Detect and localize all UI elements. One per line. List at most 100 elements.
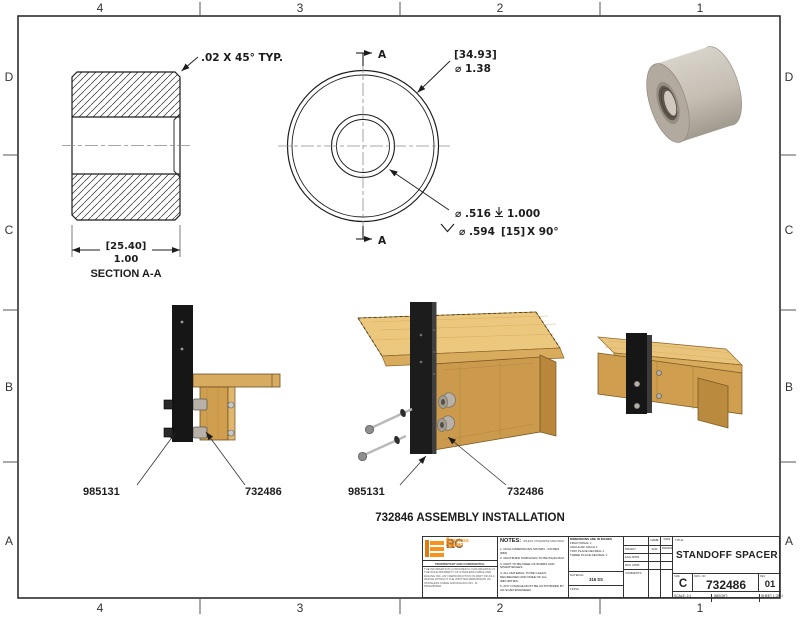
bolt-1 xyxy=(364,407,413,435)
zone-col-top-2: 2 xyxy=(497,1,504,15)
brand-tagline-2: & Railing xyxy=(446,537,464,549)
note-item: 2. MACHINED SURFACES TO BE 63μIN MAX. xyxy=(500,556,566,561)
zone-col-bot-2: 2 xyxy=(497,601,504,615)
name-header: NAME xyxy=(648,537,660,545)
brand-tagline-1: Stainless Cable xyxy=(446,538,469,550)
leader-732486-mid xyxy=(447,436,507,486)
material-value: 316 SS xyxy=(589,577,603,582)
material-cell: MATERIAL 316 SS xyxy=(569,571,623,585)
title-block-approval-grid: NAME DATE DRAWN SCR 03/23/18 ENG APPR. M… xyxy=(624,537,673,598)
bolt-2 xyxy=(357,434,407,462)
title-block-tolerance-cell: DIMENSIONS ARE IN INCHES FRACTIONAL ± AN… xyxy=(569,537,624,597)
brand-r: R xyxy=(446,537,456,551)
section-arrow-bottom-label: A xyxy=(378,235,387,247)
tol-line: THREE PLACE DECIMAL ± xyxy=(570,552,608,557)
zone-row-right-b: B xyxy=(785,380,793,394)
dwg-no-value: 732486 xyxy=(705,578,747,592)
part-label-732486-left: 732486 xyxy=(245,486,282,498)
proprietary-text: THE INFORMATION CONTAINED IN THIS DRAWIN… xyxy=(424,567,496,589)
section-label: SECTION A-A xyxy=(90,268,161,280)
rev-value: 01 xyxy=(764,579,776,590)
rev-cell: REV 01 xyxy=(759,574,781,592)
chamfer-leader xyxy=(181,56,199,72)
od-dim-in: ⌀ 1.38 xyxy=(455,63,491,75)
title-block-notes-cell: NOTES: UNLESS OTHERWISE SPECIFIED 1. DUA… xyxy=(498,537,569,597)
csk-angle: X 90° xyxy=(527,226,559,238)
drawn-label: DRAWN xyxy=(625,547,636,551)
hole-leader xyxy=(389,169,450,211)
hole-dia: ⌀ .516 xyxy=(455,208,491,220)
front-view: A A [34.93] ⌀ 1.38 ⌀ .516 1.000 ⌀ .594 [… xyxy=(278,49,559,247)
scr-logo-icon xyxy=(425,540,444,557)
dwg-no-cell: DWG. NO. 732486 xyxy=(693,574,759,592)
scale-label: SCALE: 2:1 xyxy=(674,594,692,598)
note-item: 4. ALL MATERIAL TO BE CLEAN, DEGREASED A… xyxy=(500,570,547,583)
part-label-985131-left: 985131 xyxy=(83,486,120,498)
assembly-side-view: 985131 732486 xyxy=(83,305,282,498)
rev-label: REV xyxy=(760,575,766,578)
zone-row-left-d: D xyxy=(5,70,14,84)
leader-985131-left xyxy=(136,431,177,486)
dwg-no-label: DWG. NO. xyxy=(694,575,707,578)
drawn-name: SCR xyxy=(648,546,660,553)
zone-col-bot-3: 3 xyxy=(297,601,304,615)
section-arrow-top-label: A xyxy=(378,49,387,61)
zone-row-left-c: C xyxy=(5,223,14,237)
zone-row-right-a: A xyxy=(785,534,793,548)
zone-row-right-d: D xyxy=(785,70,794,84)
size-value: C xyxy=(678,578,688,590)
zone-col-top-1: 1 xyxy=(697,1,704,15)
assembly-caption: 732846 ASSEMBLY INSTALLATION xyxy=(375,512,565,524)
notes-condition: UNLESS OTHERWISE SPECIFIED xyxy=(522,540,564,543)
title-block: SC&R Stainless Cable & Railing PROPRIETA… xyxy=(422,536,783,602)
zone-row-left-a: A xyxy=(5,534,13,548)
dims-header: DIMENSIONS ARE IN INCHES xyxy=(570,537,613,541)
tol-line: FRACTIONAL ± xyxy=(570,540,592,545)
finish-cell: FINISH xyxy=(569,585,623,599)
assembly-exploded-view: 985131 732486 732846 ASSEMBLY INSTALLATI… xyxy=(348,302,565,524)
leader-732486-left xyxy=(205,431,246,486)
spacer-part-1 xyxy=(438,392,456,409)
width-dim-mm: [25.40] xyxy=(106,241,147,252)
part-label-732486-mid: 732486 xyxy=(507,486,544,498)
note-item: 3. PART TO BE FREE OF BURRS AND SHARP ED… xyxy=(500,561,555,570)
eng-appr-label: ENG APPR. xyxy=(625,555,641,559)
zone-col-top-3: 3 xyxy=(297,1,304,15)
part-label-985131-mid: 985131 xyxy=(348,486,385,498)
countersink-symbol xyxy=(440,223,455,233)
notes-header: NOTES: xyxy=(500,538,522,544)
csk-dia: ⌀ .594 xyxy=(459,226,495,238)
leader-985131-mid xyxy=(399,455,427,486)
width-dim-in: 1.00 xyxy=(114,254,139,265)
comments-label: COMMENTS: xyxy=(625,571,643,575)
zone-col-bot-1: 1 xyxy=(697,601,704,615)
spacer-part-2 xyxy=(437,415,455,432)
tol-line: ANGULAR: MACH ± xyxy=(570,544,598,549)
zone-row-left-b: B xyxy=(5,380,13,394)
assembly-installed-view xyxy=(597,333,743,429)
tol-line: TWO PLACE DECIMAL ± xyxy=(570,548,605,553)
spacer-3d-render xyxy=(646,46,742,143)
title-block-title-cell: TITLE: STANDOFF SPACER SIZE C DWG. NO. 7… xyxy=(673,537,783,602)
brand-amp: & xyxy=(446,537,456,551)
title-label: TITLE: xyxy=(675,538,685,542)
zone-col-top-4: 4 xyxy=(97,1,104,15)
size-label: SIZE xyxy=(674,575,680,578)
proprietary-header: PROPRIETARY AND CONFIDENTIAL xyxy=(423,560,497,567)
brand-sc: SC xyxy=(446,537,464,551)
zone-row-right-c: C xyxy=(785,223,794,237)
od-dim-mm: [34.93] xyxy=(454,49,497,61)
title-block-logo-cell: SC&R Stainless Cable & Railing PROPRIETA… xyxy=(423,537,498,597)
od-leader xyxy=(417,60,451,93)
material-label: MATERIAL xyxy=(570,573,584,577)
drawn-date: 03/23/18 xyxy=(660,546,673,553)
size-cell: SIZE C xyxy=(673,574,693,592)
note-item: 1. DUAL DIMENSIONS SHOWN - INCHES [MM] xyxy=(500,547,560,555)
chamfer-note: .02 X 45° TYP. xyxy=(201,52,283,64)
depth-symbol xyxy=(495,207,503,218)
sheet-label: SHEET 1 OF 1 xyxy=(759,594,783,602)
zone-col-bot-4: 4 xyxy=(97,601,104,615)
sheet-border: 4 3 2 1 4 3 2 1 D C B A D C B A xyxy=(3,1,796,615)
